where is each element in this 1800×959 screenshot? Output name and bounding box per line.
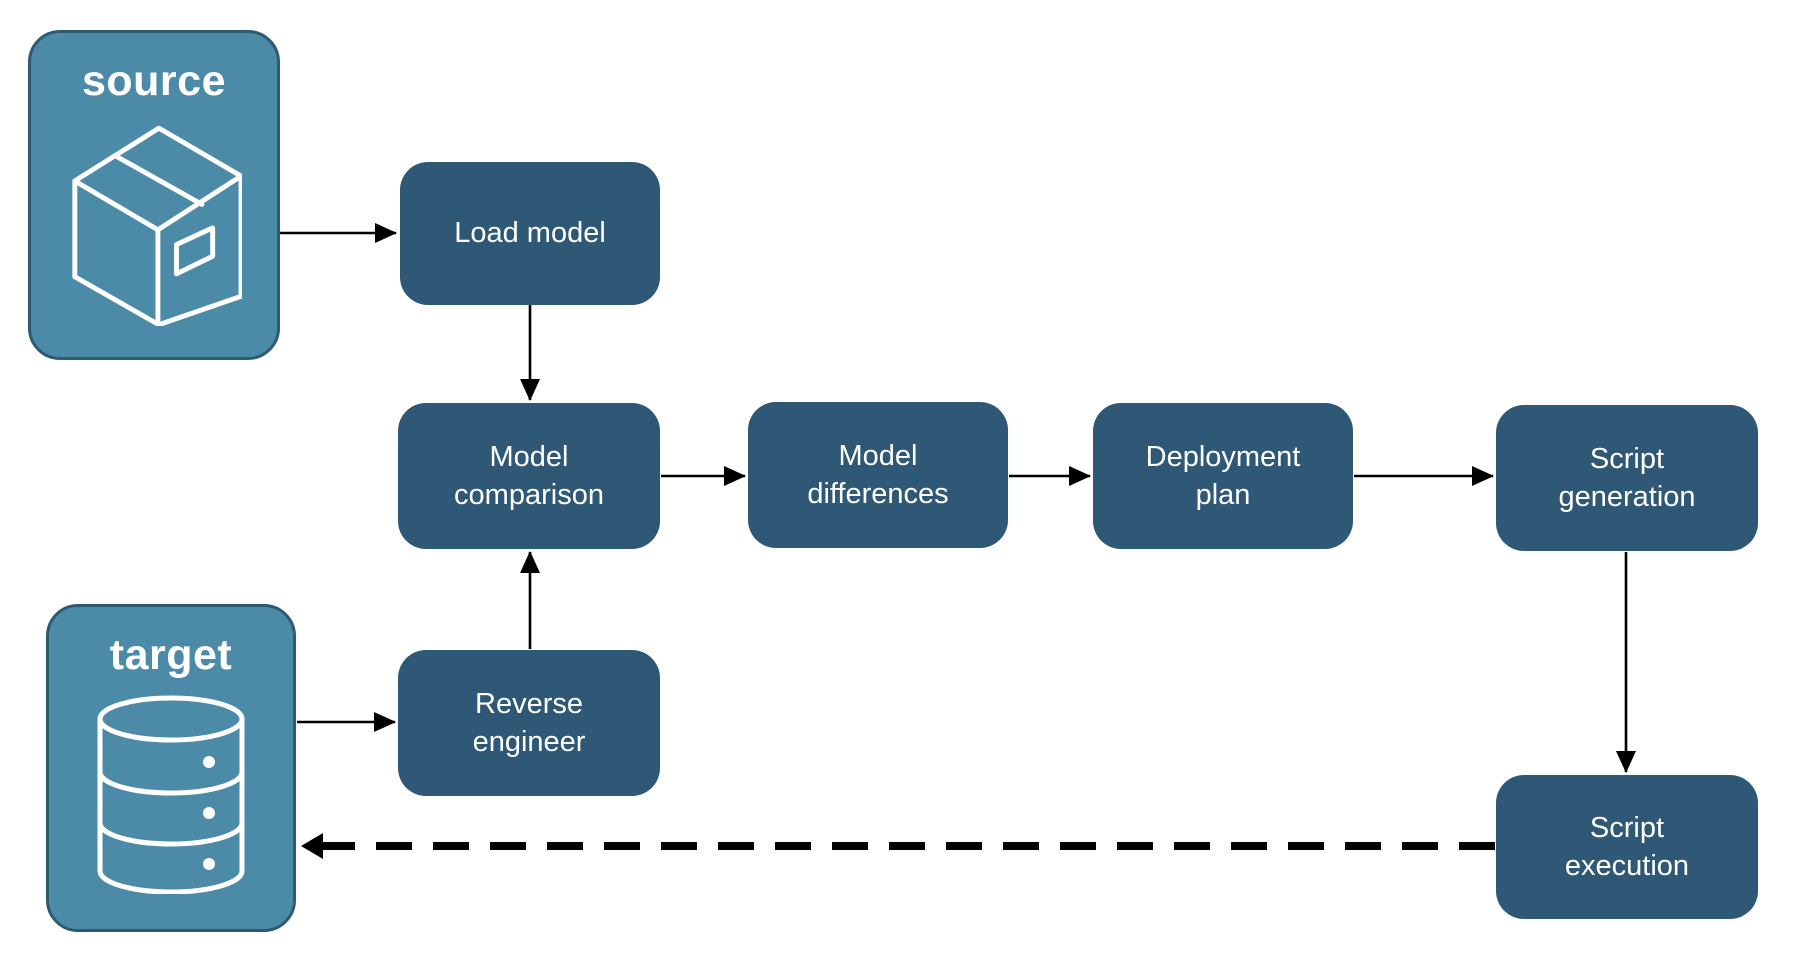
node-model-comparison: Model comparison: [398, 403, 660, 549]
node-script-execution: Script execution: [1496, 775, 1758, 919]
database-dot: [203, 756, 215, 768]
node-script-generation: Script generation: [1496, 405, 1758, 551]
entity-target: target: [46, 604, 296, 932]
node-deployment-plan: Deployment plan: [1093, 403, 1353, 549]
node-model-differences: Model differences: [748, 402, 1008, 548]
node-deployment-plan-label: Deployment plan: [1145, 440, 1301, 511]
node-load-model: Load model: [400, 162, 660, 305]
entity-target-label: target: [109, 631, 233, 679]
node-script-execution-label: Script execution: [1564, 811, 1690, 882]
node-script-generation-label: Script generation: [1558, 442, 1696, 513]
node-reverse-engineer-label: Reverse engineer: [472, 687, 586, 758]
node-reverse-engineer: Reverse engineer: [398, 650, 660, 796]
node-model-differences-label: Model differences: [807, 439, 949, 510]
node-load-model-label: Load model: [454, 217, 606, 250]
database-icon: [97, 695, 245, 894]
database-dot: [203, 807, 215, 819]
package-box-icon: [72, 125, 242, 326]
node-model-comparison-label: Model comparison: [454, 440, 604, 511]
entity-source: source: [28, 30, 280, 360]
database-dot: [203, 858, 215, 870]
entity-source-label: source: [81, 57, 226, 105]
